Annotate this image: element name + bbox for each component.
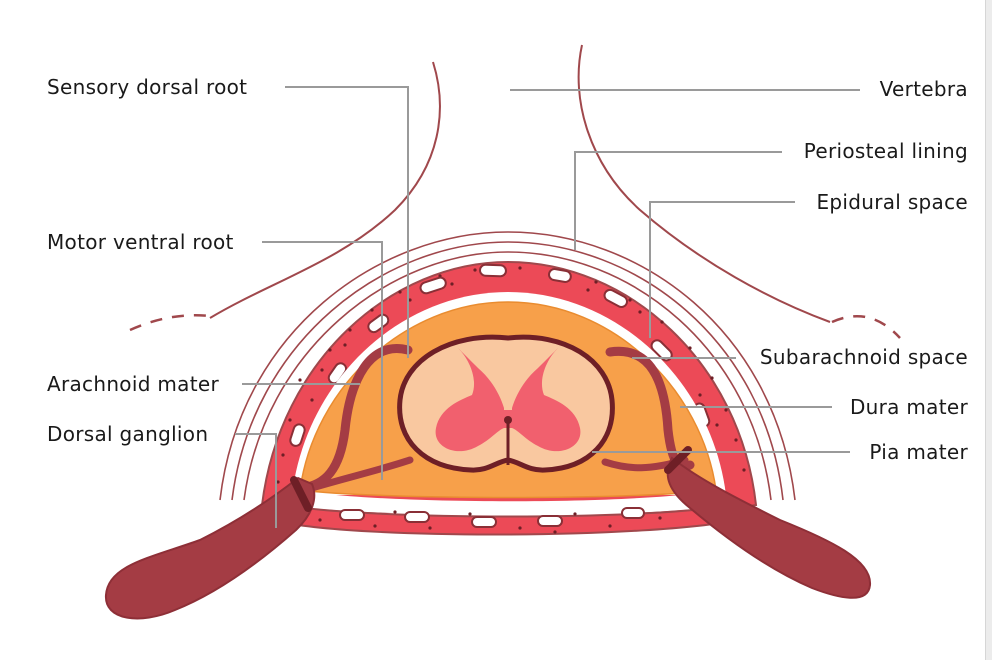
label-vertebra: Vertebra: [880, 77, 968, 101]
label-dura-mater: Dura mater: [850, 395, 968, 419]
label-periosteal-lining: Periosteal lining: [804, 139, 968, 163]
gray-matter: [435, 348, 504, 452]
leader-dorsal-ganglion: [235, 433, 277, 528]
leader-periosteal-lining: [574, 151, 782, 250]
label-subarachnoid-space: Subarachnoid space: [760, 345, 968, 369]
gray-matter-right: [512, 348, 581, 452]
label-sensory-dorsal-root: Sensory dorsal root: [47, 75, 247, 99]
periosteal-inner: [243, 251, 772, 501]
right-ganglion-cuff: [664, 446, 692, 474]
vertebra-dash-right: [831, 314, 901, 339]
label-pia-mater: Pia mater: [869, 440, 968, 464]
leader-motor-ventral-root: [262, 241, 383, 480]
window-right-edge: [985, 0, 992, 660]
bottom-vessels: [339, 507, 645, 528]
label-dorsal-ganglion: Dorsal ganglion: [47, 422, 208, 446]
periosteal-outer: [219, 231, 796, 501]
vertebra-outline-right: [577, 44, 831, 323]
lower-white-band: [292, 490, 724, 515]
label-epidural-space: Epidural space: [816, 190, 968, 214]
label-arachnoid-mater: Arachnoid mater: [47, 372, 219, 396]
spinal-cord: [397, 334, 615, 473]
left-spinal-nerve: [104, 476, 316, 620]
label-motor-ventral-root: Motor ventral root: [47, 230, 234, 254]
vertebra-outline-left: [209, 61, 441, 319]
leader-lines: [235, 86, 860, 528]
periosteal-middle: [231, 241, 784, 501]
vertebra-dash-left: [129, 314, 211, 332]
leader-sensory-dorsal-root: [285, 86, 409, 358]
left-ganglion-cuff: [290, 476, 312, 512]
leader-epidural-space: [649, 201, 795, 338]
right-spinal-nerve: [666, 456, 872, 599]
